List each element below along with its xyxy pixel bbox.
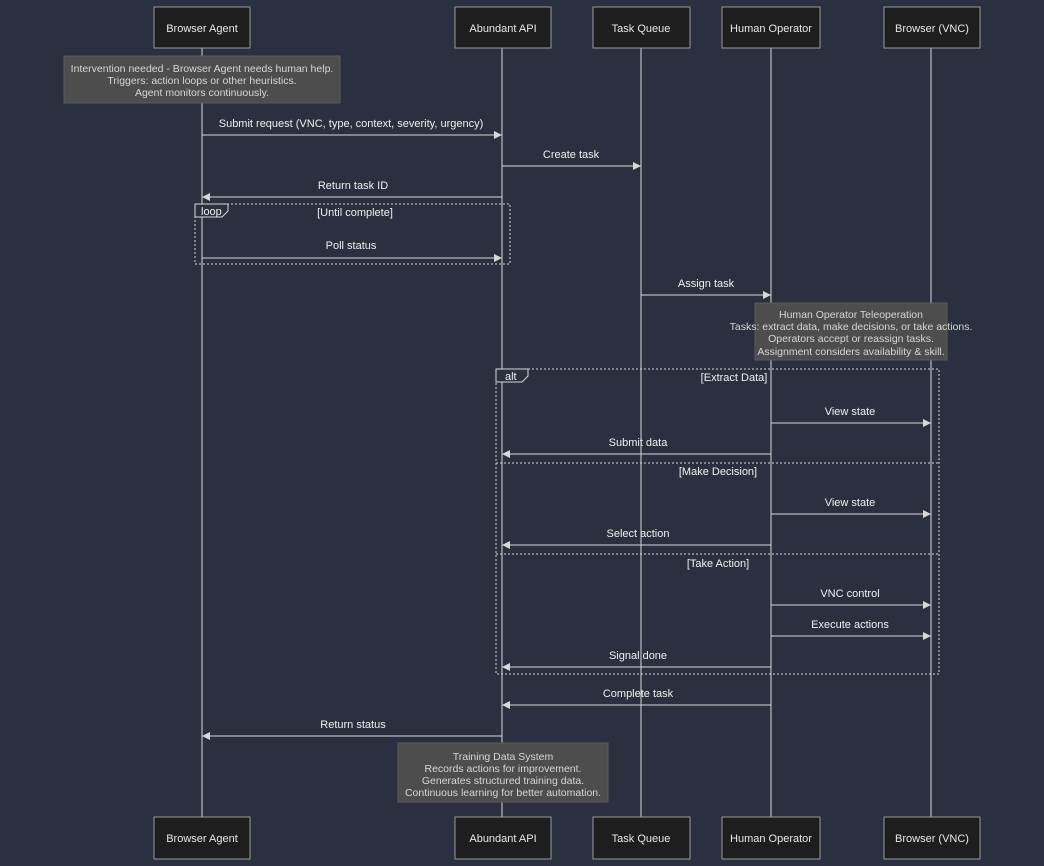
frame-tag: alt: [505, 371, 517, 383]
note-line: Tasks: extract data, make decisions, or …: [730, 321, 973, 333]
message-return-task-id: Return task ID: [202, 180, 502, 201]
frame-alt: alt [Extract Data] [Make Decision] [Take…: [495, 368, 940, 675]
note-intervention: Intervention needed - Browser Agent need…: [63, 55, 341, 104]
actor-label: Human Operator: [730, 833, 812, 845]
message-submit-data: Submit data: [502, 437, 771, 458]
actor-label: Human Operator: [730, 23, 812, 35]
actor-label: Browser (VNC): [895, 23, 969, 35]
frame-condition: [Take Action]: [687, 558, 749, 570]
actor-label: Browser (VNC): [895, 833, 969, 845]
note-line: Agent monitors continuously.: [135, 87, 269, 99]
note-line: Continuous learning for better automatio…: [405, 787, 601, 799]
note-line: Records actions for improvement.: [425, 763, 582, 775]
actor-task-queue-bottom: Task Queue: [592, 816, 691, 860]
note-teleoperation: Human Operator Teleoperation Tasks: extr…: [730, 302, 973, 361]
note-line: Assignment considers availability & skil…: [757, 346, 944, 358]
message-label: Execute actions: [811, 619, 889, 631]
message-create-task: Create task: [502, 149, 641, 170]
message-view-state-extract: View state: [771, 406, 931, 427]
message-view-state-decision: View state: [771, 497, 931, 518]
note-line: Operators accept or reassign tasks.: [768, 333, 934, 345]
message-vnc-control: VNC control: [771, 588, 931, 609]
frame-condition: [Until complete]: [317, 207, 393, 219]
actor-label: Abundant API: [469, 23, 536, 35]
message-label: Return task ID: [318, 180, 388, 192]
message-label: Poll status: [326, 240, 377, 252]
actor-browser-vnc-bottom: Browser (VNC): [883, 816, 981, 860]
actor-human-operator-top: Human Operator: [721, 6, 821, 49]
message-label: VNC control: [820, 588, 879, 600]
message-label: View state: [825, 497, 876, 509]
frame-tag: loop: [201, 206, 222, 218]
actor-browser-vnc-top: Browser (VNC): [883, 6, 981, 49]
message-label: Create task: [543, 149, 600, 161]
message-signal-done: Signal done: [502, 650, 771, 671]
message-label: Signal done: [609, 650, 667, 662]
frame-condition: [Make Decision]: [679, 466, 757, 478]
actor-abundant-api-top: Abundant API: [454, 6, 552, 49]
actor-label: Task Queue: [612, 23, 671, 35]
message-label: Submit data: [609, 437, 669, 449]
note-line: Generates structured training data.: [422, 775, 584, 787]
actor-label: Browser Agent: [166, 23, 238, 35]
note-line: Human Operator Teleoperation: [779, 309, 923, 321]
note-training-data: Training Data System Records actions for…: [397, 742, 609, 803]
actor-task-queue-top: Task Queue: [592, 6, 691, 49]
frame-loop: loop [Until complete]: [194, 203, 511, 265]
message-select-action: Select action: [502, 528, 771, 549]
actor-browser-agent-bottom: Browser Agent: [153, 816, 251, 860]
message-submit-request: Submit request (VNC, type, context, seve…: [202, 118, 502, 139]
actor-human-operator-bottom: Human Operator: [721, 816, 821, 860]
message-return-status: Return status: [202, 719, 502, 740]
actor-label: Task Queue: [612, 833, 671, 845]
actor-label: Browser Agent: [166, 833, 238, 845]
message-complete-task: Complete task: [502, 688, 771, 709]
actor-label: Abundant API: [469, 833, 536, 845]
message-label: Assign task: [678, 278, 735, 290]
message-label: View state: [825, 406, 876, 418]
frame-condition: [Extract Data]: [701, 372, 768, 384]
message-label: Submit request (VNC, type, context, seve…: [219, 118, 484, 130]
message-label: Return status: [320, 719, 386, 731]
note-line: Intervention needed - Browser Agent need…: [71, 63, 334, 75]
actor-abundant-api-bottom: Abundant API: [454, 816, 552, 860]
actor-browser-agent-top: Browser Agent: [153, 6, 251, 49]
message-label: Select action: [607, 528, 670, 540]
message-poll-status: Poll status: [202, 240, 502, 262]
message-label: Complete task: [603, 688, 674, 700]
message-assign-task: Assign task: [641, 278, 771, 299]
note-line: Training Data System: [453, 751, 554, 763]
message-execute-actions: Execute actions: [771, 619, 931, 640]
note-line: Triggers: action loops or other heuristi…: [107, 75, 296, 87]
